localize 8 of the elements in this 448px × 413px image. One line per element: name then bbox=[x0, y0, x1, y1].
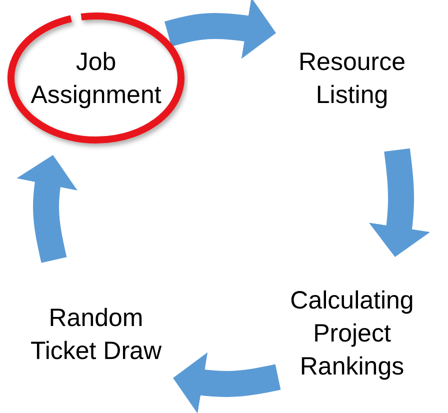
step-label: Calculating Project Rankings bbox=[289, 286, 415, 382]
curved-arrow bbox=[368, 148, 430, 259]
curved-arrow bbox=[164, 0, 278, 59]
step-label: Job Assignment bbox=[30, 47, 162, 111]
step-label: Random Ticket Draw bbox=[29, 303, 163, 367]
step-label: Resource Listing bbox=[298, 47, 406, 111]
curved-arrow bbox=[170, 352, 281, 413]
curved-arrow bbox=[16, 152, 78, 263]
